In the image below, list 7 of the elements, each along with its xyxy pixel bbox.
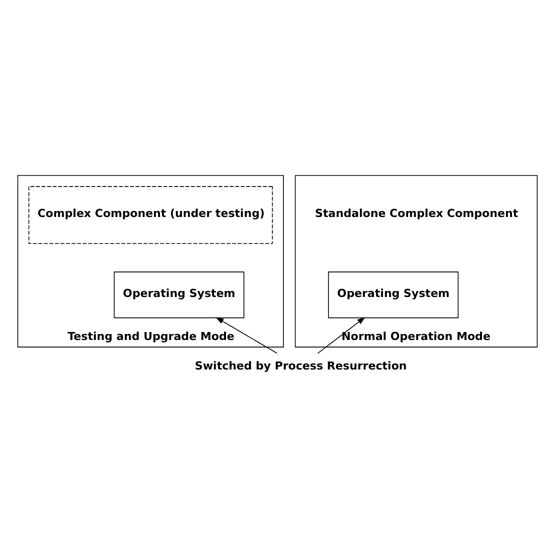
node-text: Standalone Complex Component <box>315 206 518 220</box>
arrow <box>216 316 278 354</box>
node-text: Switched by Process Resurrection <box>194 359 407 372</box>
node-box: Complex Component (under testing) <box>28 186 273 244</box>
node-box: Operating System <box>114 271 244 318</box>
node-box: Operating System <box>328 271 459 318</box>
arrow <box>317 316 366 354</box>
